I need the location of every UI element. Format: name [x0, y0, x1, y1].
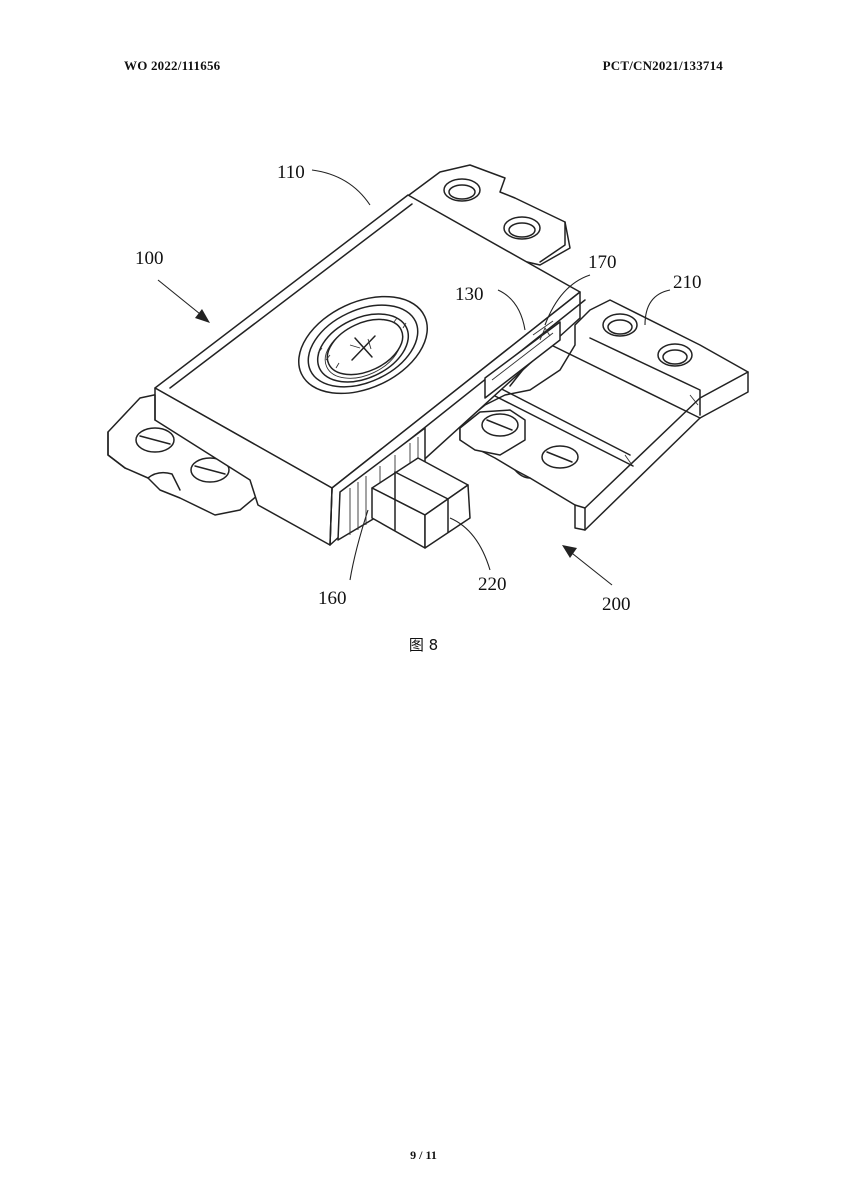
ref-200: 200 — [602, 594, 631, 615]
ref-170: 170 — [588, 252, 617, 273]
leader-lines — [157, 169, 671, 586]
ref-110: 110 — [277, 162, 305, 183]
ref-210: 210 — [673, 272, 702, 293]
ref-160: 160 — [318, 588, 347, 609]
housing-100 — [107, 164, 586, 546]
ref-220: 220 — [478, 574, 507, 595]
figure-caption: 图 8 — [408, 636, 439, 654]
connector-220 — [371, 457, 471, 549]
page-number: 9 / 11 — [410, 1148, 437, 1162]
ref-130: 130 — [455, 284, 484, 305]
ref-100: 100 — [135, 248, 164, 269]
application-number: PCT/CN2021/133714 — [602, 58, 723, 73]
publication-number: WO 2022/111656 — [124, 58, 221, 73]
